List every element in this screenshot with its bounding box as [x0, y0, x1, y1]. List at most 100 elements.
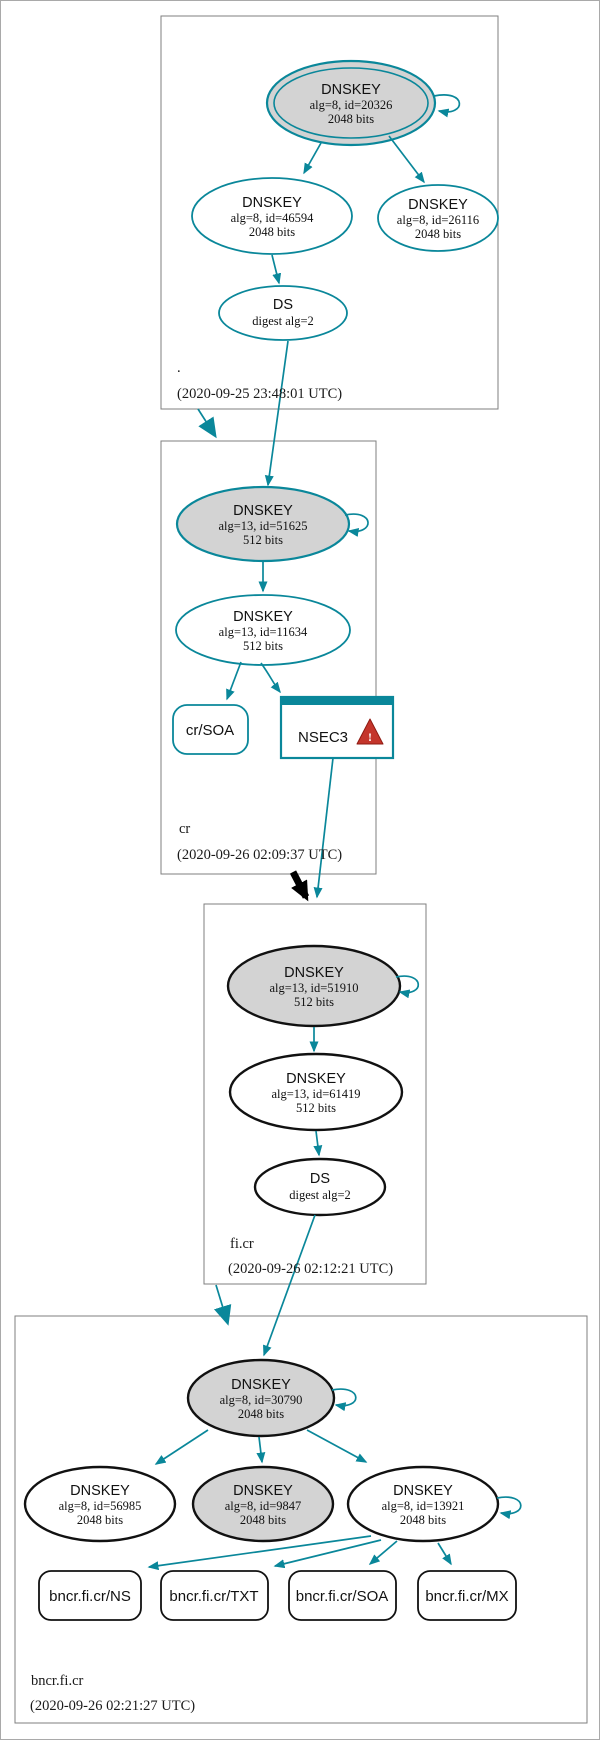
edge-ksk-to-26116 [388, 135, 425, 184]
zone-timestamp-root: (2020-09-25 23:48:01 UTC) [177, 386, 342, 402]
dnskey-ellipse[interactable] [228, 1052, 404, 1132]
node-detail: alg=8, id=13921 [382, 1499, 465, 1513]
edge-30790-to-9847 [256, 1436, 266, 1464]
dnskey-ksk-ellipse[interactable] [265, 59, 437, 147]
dnskey-ksk-inner-ring [273, 67, 429, 139]
node-detail: alg=8, id=20326 [310, 98, 393, 112]
zone-timestamp-cr: (2020-09-26 02:09:37 UTC) [177, 847, 342, 863]
node-bits: 512 bits [296, 1101, 336, 1115]
node-detail: digest alg=2 [252, 314, 314, 328]
edge-13921-to-mx [437, 1542, 452, 1566]
delegation-arrow-root-to-cr [197, 408, 217, 439]
node-title: DNSKEY [242, 195, 302, 211]
dnskey-ellipse[interactable] [191, 177, 353, 255]
node-title: DS [273, 297, 293, 313]
edge-61419-to-ds [313, 1130, 323, 1157]
node-title: DNSKEY [233, 609, 293, 625]
edge-13921-to-soa [368, 1540, 398, 1565]
node-title: DNSKEY [408, 197, 468, 213]
node-detail: alg=8, id=46594 [231, 211, 315, 225]
edge-11634-to-soa [226, 661, 242, 701]
node-detail: alg=13, id=61419 [271, 1087, 360, 1101]
dnskey-node-26116: DNSKEY alg=8, id=26116 2048 bits [377, 184, 499, 252]
dnskey-node-9847: DNSKEY alg=8, id=9847 2048 bits [191, 1465, 335, 1543]
rrset-node-cr-soa: cr/SOA [172, 704, 249, 755]
zone-label-cr: cr [179, 821, 190, 837]
edge-30790-to-13921 [306, 1429, 368, 1463]
rrset-label: cr/SOA [186, 722, 234, 739]
node-bits: 2048 bits [238, 1407, 284, 1421]
zone-label-ficr: fi.cr [230, 1236, 254, 1252]
node-title: DNSKEY [321, 82, 381, 98]
rrset-label: bncr.fi.cr/TXT [169, 1588, 258, 1605]
node-title: DNSKEY [70, 1483, 130, 1499]
edge-13921-to-ns [147, 1535, 372, 1571]
node-detail: alg=13, id=11634 [219, 625, 308, 639]
ds-ellipse[interactable] [218, 285, 348, 341]
dnskey-node-11634: DNSKEY alg=13, id=11634 512 bits [175, 594, 351, 666]
node-bits: 512 bits [243, 533, 283, 547]
nsec3-box[interactable] [279, 695, 395, 760]
node-detail: alg=8, id=9847 [225, 1499, 302, 1513]
nsec3-label: NSEC3 [298, 729, 348, 746]
node-title: DNSKEY [286, 1071, 346, 1087]
dnskey-node-56985: DNSKEY alg=8, id=56985 2048 bits [23, 1465, 177, 1543]
self-sign-loop-20326 [433, 94, 461, 118]
ds-node-root: DS digest alg=2 [218, 285, 348, 341]
dnskey-ellipse[interactable] [191, 1465, 335, 1543]
zone-timestamp-bncrficr: (2020-09-26 02:21:27 UTC) [30, 1698, 195, 1714]
edge-ds-to-bncr-ksk [263, 1214, 316, 1357]
delegation-arrow-cr-to-ficr [289, 870, 310, 902]
zone-label-bncrficr: bncr.fi.cr [31, 1673, 84, 1689]
node-title: DNSKEY [231, 1377, 291, 1393]
ds-node-ficr: DS digest alg=2 [253, 1157, 387, 1217]
node-bits: 2048 bits [240, 1513, 286, 1527]
dnskey-ksk-ellipse[interactable] [186, 1358, 336, 1438]
self-sign-loop-30790 [331, 1388, 357, 1412]
node-title: DNSKEY [284, 965, 344, 981]
dnskey-node-30790: DNSKEY alg=8, id=30790 2048 bits [186, 1358, 336, 1438]
rrset-box[interactable] [417, 1570, 517, 1621]
dnskey-node-51910: DNSKEY alg=13, id=51910 512 bits [226, 944, 402, 1028]
rrset-box[interactable] [288, 1570, 397, 1621]
warning-triangle-shape [356, 718, 384, 745]
rrset-node-mx: bncr.fi.cr/MX [417, 1570, 517, 1621]
dnskey-ellipse[interactable] [23, 1465, 177, 1543]
nsec3-top-band [281, 697, 393, 705]
zone-box-cr [160, 440, 377, 875]
self-sign-loop-51625 [344, 513, 369, 537]
rrset-box[interactable] [172, 704, 249, 755]
node-bits: 2048 bits [249, 225, 295, 239]
rrset-box[interactable] [160, 1570, 269, 1621]
edge-ds-to-cr-ksk [264, 340, 289, 487]
zone-box-ficr [203, 903, 427, 1285]
edge-30790-to-56985 [154, 1429, 209, 1465]
edge-11634-to-nsec3 [260, 662, 281, 694]
dnskey-node-61419: DNSKEY alg=13, id=61419 512 bits [228, 1052, 404, 1132]
node-detail: alg=8, id=56985 [59, 1499, 142, 1513]
dnskey-ellipse[interactable] [346, 1465, 500, 1543]
warning-triangle-icon: ! [356, 718, 384, 745]
dnskey-node-13921: DNSKEY alg=8, id=13921 2048 bits [346, 1465, 500, 1543]
edge-nsec3-to-ficr [313, 757, 334, 899]
self-sign-loop-13921 [496, 1496, 522, 1520]
node-bits: 2048 bits [328, 112, 374, 126]
rrset-node-ns: bncr.fi.cr/NS [38, 1570, 142, 1621]
node-detail: alg=13, id=51625 [218, 519, 307, 533]
zone-timestamp-ficr: (2020-09-26 02:12:21 UTC) [228, 1261, 393, 1277]
node-title: DNSKEY [233, 503, 293, 519]
dnskey-ksk-ellipse[interactable] [226, 944, 402, 1028]
node-detail: alg=13, id=51910 [269, 981, 358, 995]
ds-ellipse[interactable] [253, 1157, 387, 1217]
edge-ksk-to-46594 [303, 142, 322, 175]
node-detail: alg=8, id=30790 [220, 1393, 303, 1407]
node-title: DNSKEY [393, 1483, 453, 1499]
edge-46594-to-ds [271, 254, 282, 285]
zone-box-bncrficr [14, 1315, 588, 1724]
node-bits: 512 bits [243, 639, 283, 653]
delegation-arrow-ficr-to-bncr [214, 1284, 232, 1326]
rrset-box[interactable] [38, 1570, 142, 1621]
dnskey-ellipse[interactable] [377, 184, 499, 252]
